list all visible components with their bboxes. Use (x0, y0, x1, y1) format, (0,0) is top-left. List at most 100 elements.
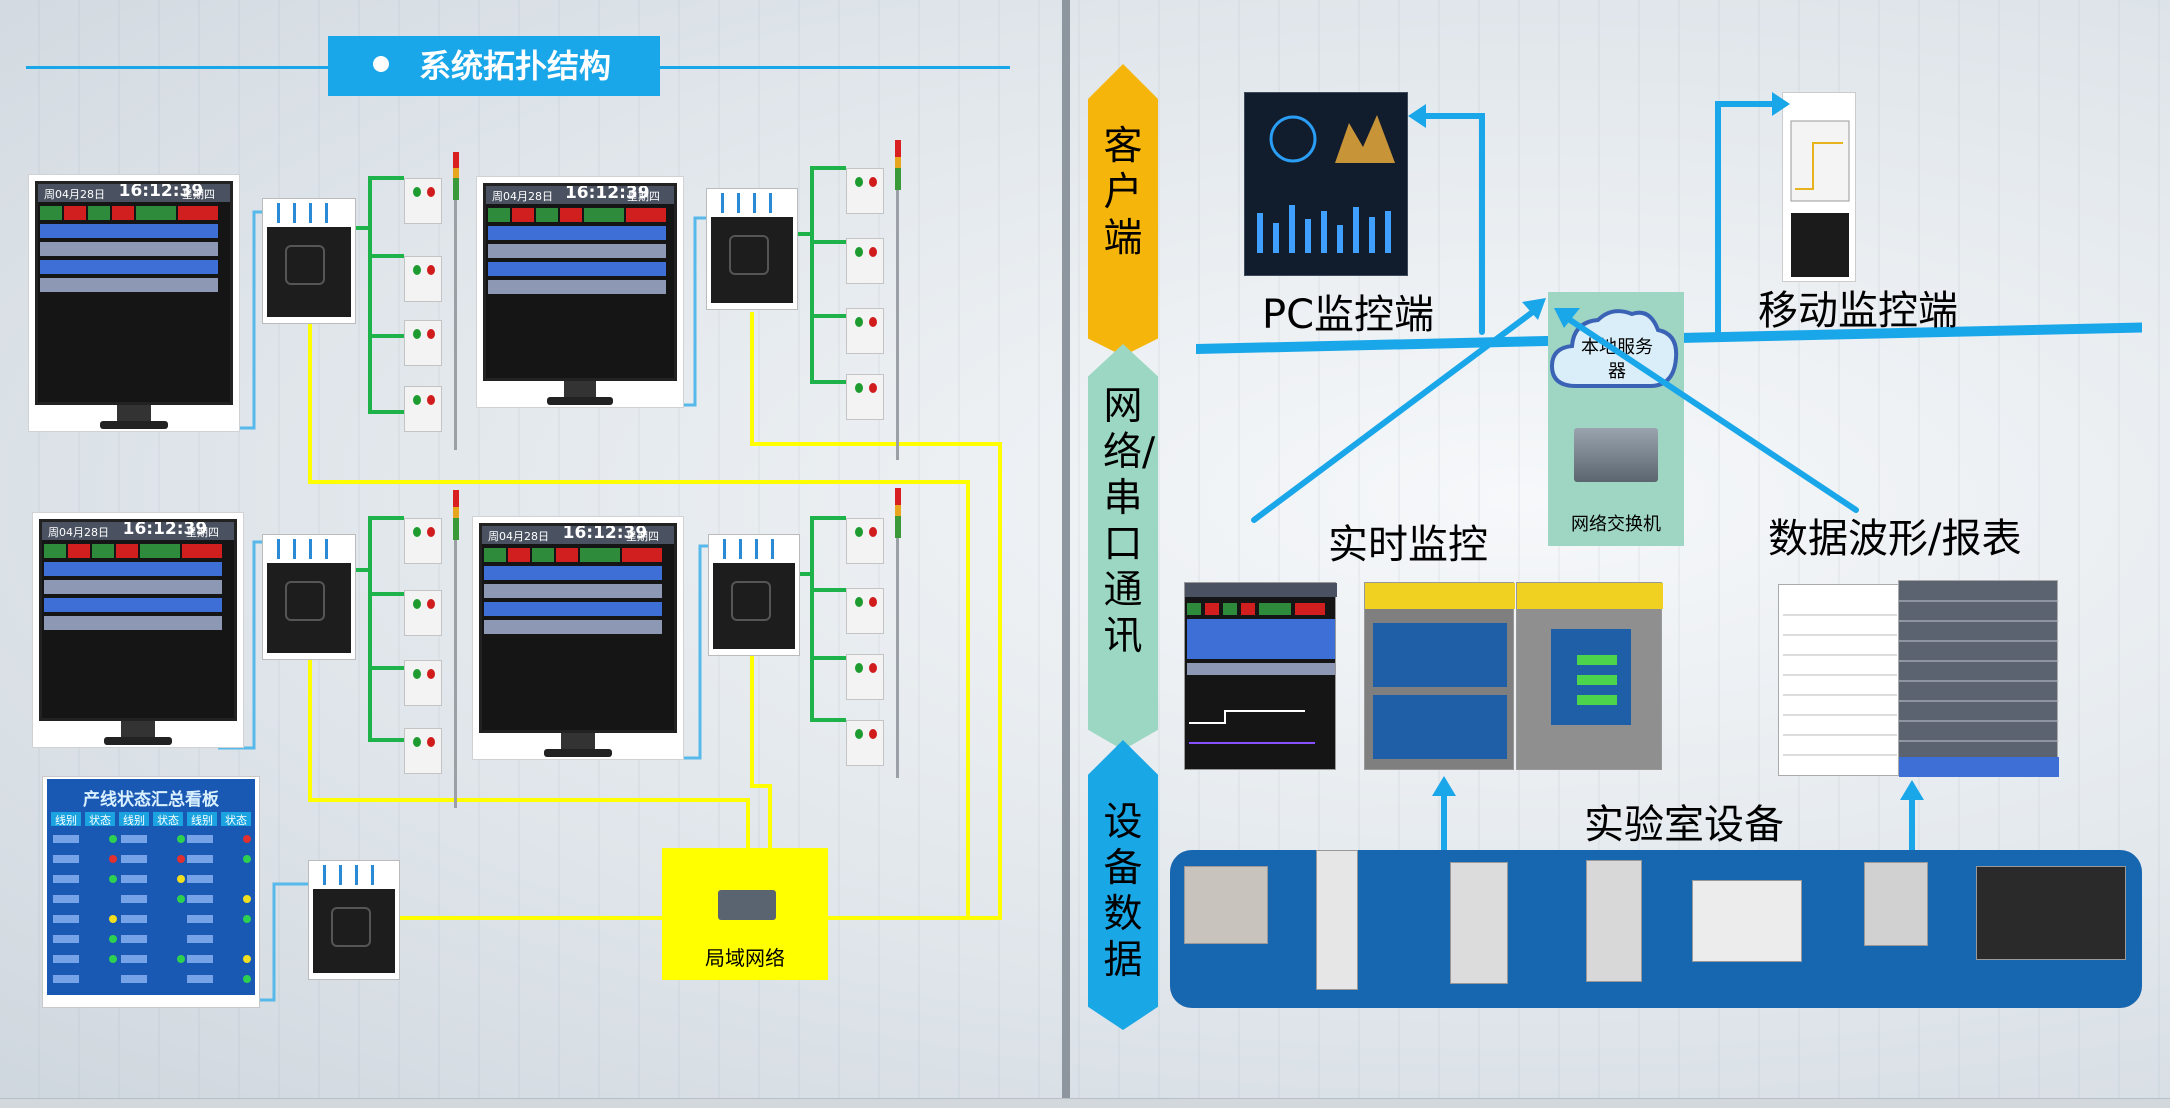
control-panel (846, 720, 884, 766)
network-switch-icon (718, 890, 776, 920)
kanban-status-grid (53, 835, 251, 983)
realtime-monitor-label: 实时监控 (1328, 522, 1488, 568)
monitor-weekday: 星期四 (182, 188, 215, 201)
equipment-photo (1864, 862, 1928, 946)
gateway-device-5 (308, 860, 400, 980)
control-panel (846, 238, 884, 284)
band-client-label: 客户端 (1103, 124, 1143, 261)
kanban-header: 线别 (187, 812, 217, 827)
monitor-date: 周04月28日 (48, 526, 109, 539)
signal-tower-icon (453, 152, 459, 200)
topology-wires (218, 166, 1002, 1002)
pc-monitor-label: PC监控端 (1262, 292, 1435, 338)
realtime-screen-1 (1184, 582, 1337, 770)
control-panel (404, 728, 442, 774)
realtime-panel-graphic (1365, 583, 1515, 759)
kanban-header: 状态 (221, 812, 251, 827)
equipment-photo (1450, 862, 1508, 984)
control-panel (404, 178, 442, 224)
waveform-report-label: 数据波形/报表 (1768, 516, 2022, 562)
gateway-device-1 (262, 198, 356, 324)
band-client: 客户端 (1088, 64, 1158, 356)
monitor-time: 16:12:39 (564, 183, 650, 203)
band-network: 网络/串口通讯 (1088, 344, 1158, 750)
control-panel (404, 518, 442, 564)
monitor-time: 16:12:39 (562, 523, 648, 543)
band-network-label: 网络/串口通讯 (1103, 384, 1156, 659)
table-icon (1783, 614, 1897, 756)
bullet-icon (373, 56, 389, 72)
network-switch-label: 网络交换机 (1571, 514, 1661, 535)
control-panel (846, 588, 884, 634)
mobile-screenshot (1782, 92, 1856, 282)
table-icon (1899, 600, 2059, 777)
signal-tower-icon (895, 140, 901, 190)
realtime-screen-3 (1516, 582, 1663, 770)
monitor-date: 周04月28日 (488, 530, 549, 543)
monitor-weekday: 星期四 (627, 190, 660, 203)
report-table-screenshot (1778, 584, 1900, 776)
realtime-panel-graphic (1517, 583, 1663, 725)
tower-pole (454, 200, 457, 450)
kanban-header: 状态 (153, 812, 183, 827)
monitor-date: 周04月28日 (44, 188, 105, 201)
mobile-monitor-label: 移动监控端 (1758, 288, 1958, 334)
kanban-header: 线别 (119, 812, 149, 827)
fan-icon (331, 907, 371, 947)
bottom-scrollbar (0, 1098, 2170, 1108)
tower-pole (896, 538, 899, 778)
tower-pole (896, 190, 899, 460)
control-panel (404, 320, 442, 366)
control-panel (846, 168, 884, 214)
mobile-chart-icon (1790, 120, 1850, 277)
fan-icon (729, 235, 769, 275)
equipment-photo (1692, 880, 1802, 962)
signal-tower-icon (895, 488, 901, 538)
monitor-time: 16:12:39 (122, 519, 208, 539)
control-panel (404, 386, 442, 432)
network-switch-icon (1574, 428, 1658, 482)
lab-equipment-panel (1170, 850, 2142, 1008)
fan-icon (285, 245, 325, 285)
control-panel (404, 660, 442, 706)
control-panel (404, 590, 442, 636)
lan-network-box: 局域网络 (662, 848, 828, 980)
flow-arrows (1251, 92, 1924, 853)
band-device-label: 设备数据 (1103, 800, 1143, 983)
monitor-date: 周04月28日 (492, 190, 553, 203)
monitor-weekday: 星期四 (186, 526, 219, 539)
control-panel (404, 256, 442, 302)
band-device: 设备数据 (1088, 740, 1158, 1030)
kanban-header: 状态 (85, 812, 115, 827)
realtime-panel-graphic (1185, 583, 1337, 744)
gateway-device-4 (708, 534, 800, 656)
control-panel (846, 308, 884, 354)
control-panel (846, 518, 884, 564)
control-panel (846, 374, 884, 420)
equipment-photo (1184, 866, 1268, 944)
gateway-device-2 (706, 188, 798, 310)
tower-pole (454, 540, 457, 808)
monitor-time: 16:12:39 (118, 181, 204, 201)
lan-label: 局域网络 (705, 946, 785, 970)
dashboard-chart-icon (1257, 115, 1395, 253)
lab-equipment-label: 实验室设备 (1584, 802, 1784, 848)
realtime-screen-2 (1364, 582, 1515, 770)
gateway-device-3 (262, 534, 356, 660)
fan-icon (285, 581, 325, 621)
line-status-kanban: 产线状态汇总看板 线别 状态 线别 状态 线别 状态 (42, 776, 260, 1008)
equipment-photo (1586, 860, 1642, 982)
kanban-header: 线别 (51, 812, 81, 827)
fan-icon (731, 581, 771, 621)
control-panel (846, 654, 884, 700)
section-divider (1062, 0, 1070, 1098)
signal-tower-icon (453, 490, 459, 540)
